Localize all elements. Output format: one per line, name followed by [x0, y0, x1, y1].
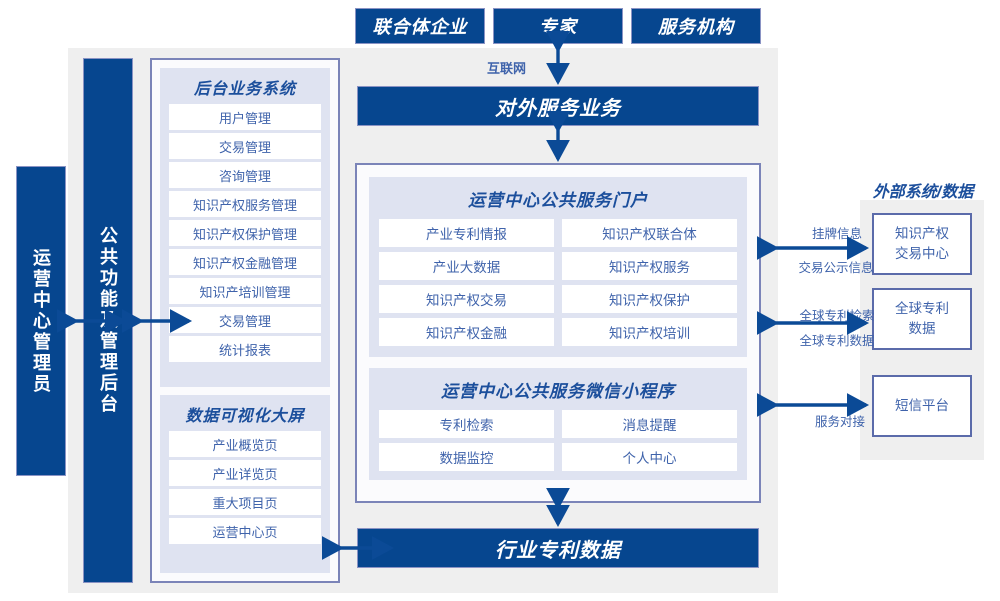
- external-systems-title: 外部系统/数据: [872, 184, 974, 201]
- list-item[interactable]: 知识产权金融: [379, 318, 554, 346]
- external-system-label: 全球专利 数据: [895, 301, 949, 336]
- flow-label-service-integration: 服务对接: [814, 415, 865, 429]
- actor-box-expert[interactable]: 专家: [493, 8, 623, 44]
- wechat-miniprogram-panel: 运营中心公共服务微信小程序 专利检索 消息提醒 数据监控 个人中心: [369, 368, 747, 480]
- list-item[interactable]: 数据监控: [379, 443, 554, 471]
- backend-systems-group: 后台业务系统 用户管理 交易管理 咨询管理 知识产权服务管理 知识产权保护管理 …: [150, 58, 340, 583]
- role-bar-common-functions-backend[interactable]: 公共功能及管理后台: [83, 58, 133, 583]
- external-system-label: 知识产权 交易中心: [895, 226, 949, 261]
- internet-link-label: 互联网: [487, 61, 527, 76]
- list-item[interactable]: 知识产培训管理: [169, 278, 321, 304]
- industry-patent-data-bar[interactable]: 行业专利数据: [357, 528, 759, 568]
- flow-label-global-patent-search: 全球专利检索: [799, 309, 875, 323]
- list-item[interactable]: 交易管理: [169, 133, 321, 159]
- list-item[interactable]: 统计报表: [169, 336, 321, 362]
- miniapp-title: 运营中心公共服务微信小程序: [441, 382, 675, 401]
- portal-item-grid: 产业专利情报 知识产权联合体 产业大数据 知识产权服务 知识产权交易 知识产权保…: [369, 219, 747, 356]
- list-item[interactable]: 交易管理: [169, 307, 321, 333]
- public-service-group: 运营中心公共服务门户 产业专利情报 知识产权联合体 产业大数据 知识产权服务 知…: [355, 163, 761, 503]
- list-item[interactable]: 知识产权培训: [562, 318, 737, 346]
- bar-label: 行业专利数据: [495, 539, 621, 562]
- list-item[interactable]: 知识产权服务管理: [169, 191, 321, 217]
- list-item[interactable]: 消息提醒: [562, 410, 737, 438]
- external-system-global-patent-data[interactable]: 全球专利 数据: [872, 288, 972, 350]
- list-item[interactable]: 产业概览页: [169, 431, 321, 457]
- public-service-portal-panel: 运营中心公共服务门户 产业专利情报 知识产权联合体 产业大数据 知识产权服务 知…: [369, 177, 747, 357]
- external-service-business-bar[interactable]: 对外服务业务: [357, 86, 759, 126]
- flow-label-listing-info: 挂牌信息: [811, 227, 862, 241]
- list-item[interactable]: 知识产权保护管理: [169, 220, 321, 246]
- actor-box-consortium-enterprise[interactable]: 联合体企业: [355, 8, 485, 44]
- list-item[interactable]: 知识产权交易: [379, 285, 554, 313]
- actor-box-service-agency[interactable]: 服务机构: [631, 8, 761, 44]
- actor-label: 联合体企业: [372, 17, 468, 37]
- flow-label-global-patent-data: 全球专利数据: [799, 334, 875, 348]
- list-item[interactable]: 专利检索: [379, 410, 554, 438]
- bar-label: 对外服务业务: [495, 97, 621, 120]
- actor-label: 专家: [539, 17, 577, 37]
- list-item[interactable]: 用户管理: [169, 104, 321, 130]
- list-item[interactable]: 产业大数据: [379, 252, 554, 280]
- data-visualization-panel: 数据可视化大屏 产业概览页 产业详览页 重大项目页 运营中心页: [160, 395, 330, 573]
- external-system-label: 短信平台: [895, 398, 949, 414]
- list-item[interactable]: 产业详览页: [169, 460, 321, 486]
- list-item[interactable]: 知识产权联合体: [562, 219, 737, 247]
- list-item[interactable]: 咨询管理: [169, 162, 321, 188]
- miniapp-item-grid: 专利检索 消息提醒 数据监控 个人中心: [369, 410, 747, 481]
- role-bar-operations-admin[interactable]: 运营中心管理员: [16, 166, 66, 476]
- bigscreen-title: 数据可视化大屏: [185, 408, 305, 425]
- backoffice-system-panel: 后台业务系统 用户管理 交易管理 咨询管理 知识产权服务管理 知识产权保护管理 …: [160, 68, 330, 387]
- role-label: 公共功能及管理后台: [98, 226, 118, 415]
- list-item[interactable]: 运营中心页: [169, 518, 321, 544]
- external-system-sms-platform[interactable]: 短信平台: [872, 375, 972, 437]
- list-item[interactable]: 知识产权金融管理: [169, 249, 321, 275]
- list-item[interactable]: 重大项目页: [169, 489, 321, 515]
- list-item[interactable]: 知识产权保护: [562, 285, 737, 313]
- portal-title: 运营中心公共服务门户: [468, 191, 648, 210]
- list-item[interactable]: 个人中心: [562, 443, 737, 471]
- external-system-ip-trading-center[interactable]: 知识产权 交易中心: [872, 213, 972, 275]
- flow-label-trade-disclosure-info: 交易公示信息: [798, 261, 874, 275]
- role-label: 运营中心管理员: [31, 247, 51, 395]
- actor-label: 服务机构: [658, 17, 734, 37]
- backoffice-title: 后台业务系统: [193, 81, 296, 98]
- list-item[interactable]: 产业专利情报: [379, 219, 554, 247]
- list-item[interactable]: 知识产权服务: [562, 252, 737, 280]
